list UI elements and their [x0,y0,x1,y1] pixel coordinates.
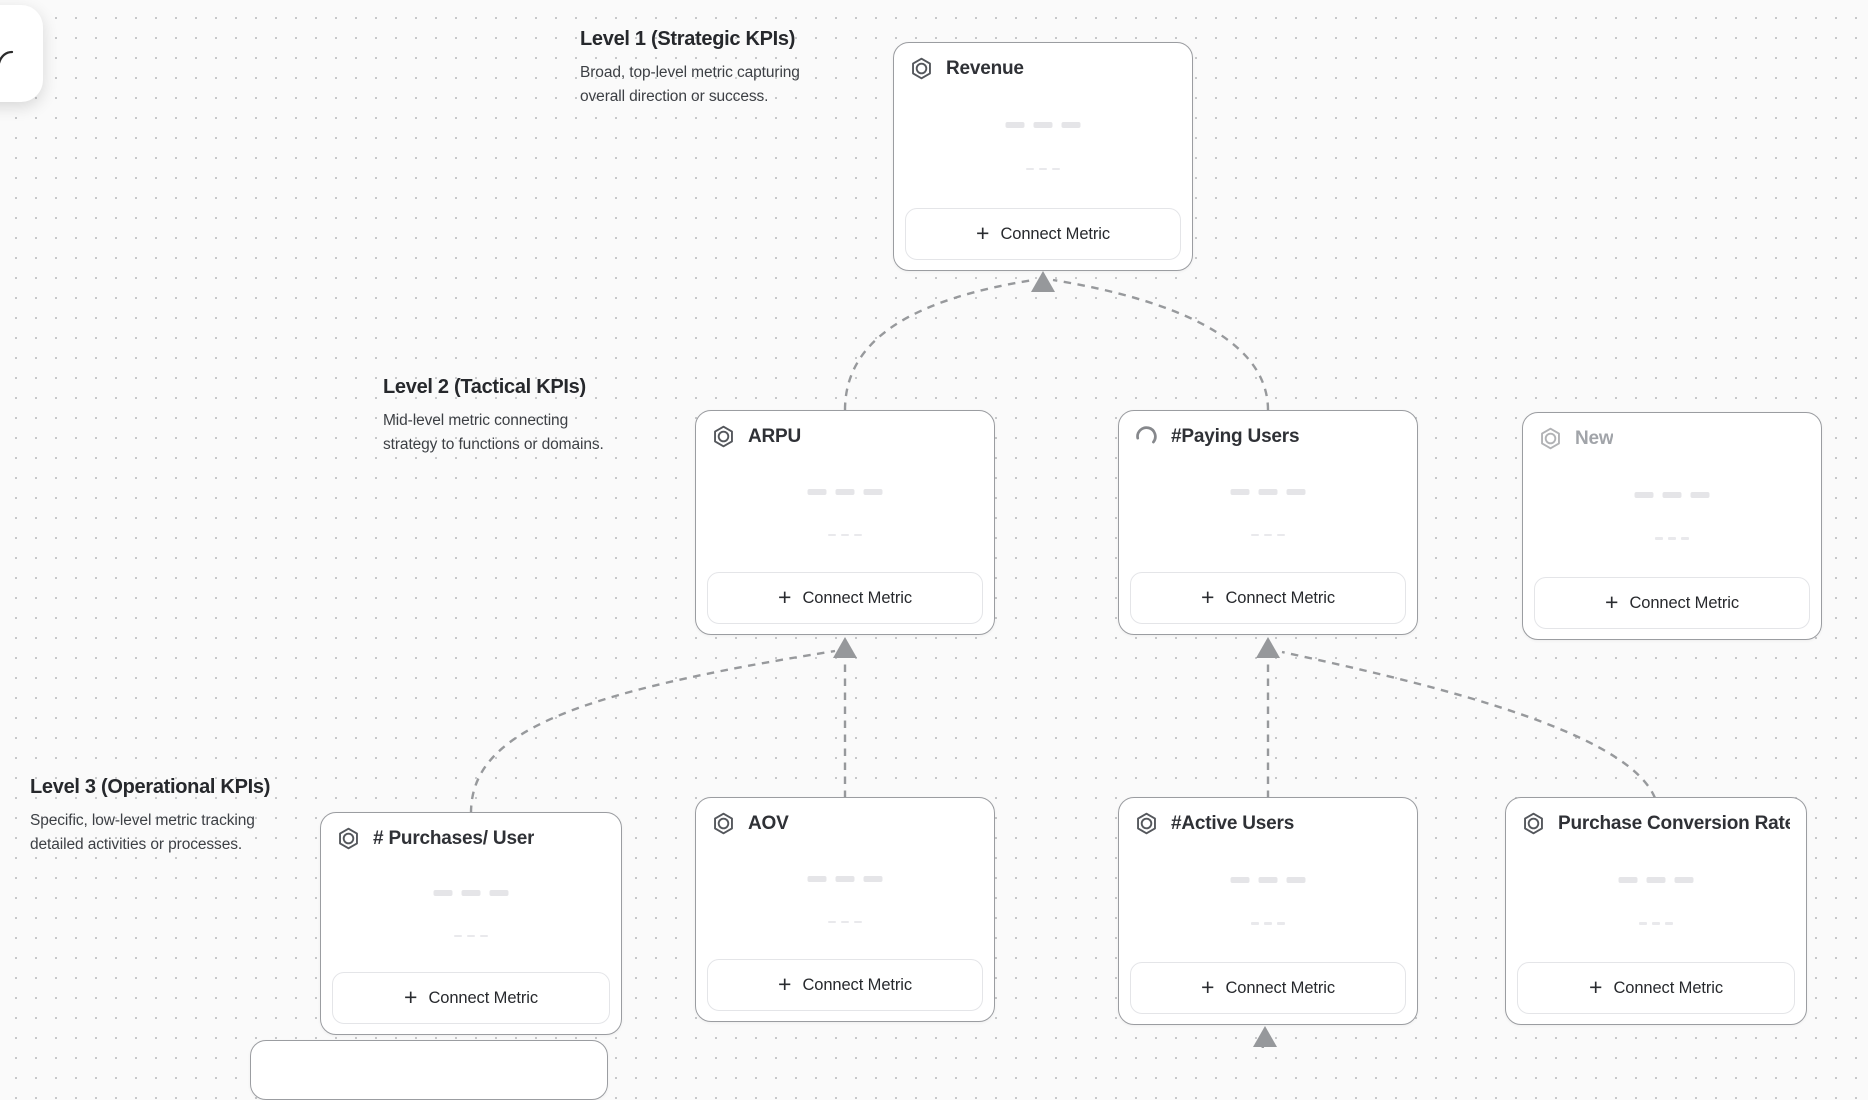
level-3-description: Specific, low-level metric tracking deta… [30,812,255,854]
metric-title: # Purchases/ User [373,827,535,849]
level-1-title: Level 1 (Strategic KPIs) [580,28,796,50]
metric-title: #Active Users [1171,812,1295,834]
connect-metric-label: Connect Metric [1000,224,1110,243]
plus-icon: + [976,219,990,246]
card-header: Purchase Conversion Rate [1522,812,1790,835]
level-2-label: Level 2 (Tactical KPIs) Mid-level metric… [383,376,623,457]
card-header: Revenue [910,57,1176,80]
plus-icon: + [778,970,792,997]
metric-hexagon-icon [1522,812,1545,835]
metric-node-partial-offscreen[interactable] [250,1040,608,1100]
connect-metric-label: Connect Metric [802,975,912,994]
metric-title: ARPU [748,425,802,447]
plus-icon: + [404,983,418,1010]
metric-hexagon-icon [712,812,735,835]
edge-arpu-to-revenue [843,278,1034,411]
level-2-title: Level 2 (Tactical KPIs) [383,376,586,398]
metric-hexagon-icon [712,425,735,448]
card-header: ARPU [712,425,978,448]
metric-node-new[interactable]: New + Connect Metric [1522,412,1822,640]
connect-metric-button[interactable]: + Connect Metric [1130,572,1406,624]
edge-payingusers-to-revenue [1052,278,1270,411]
level-2-description: Mid-level metric connecting strategy to … [383,412,604,454]
plus-icon: + [1605,588,1619,615]
metric-title: AOV [748,812,789,834]
connect-metric-label: Connect Metric [1629,593,1739,612]
connect-metric-label: Connect Metric [1225,978,1335,997]
metric-title: Purchase Conversion Rate [1558,812,1790,834]
arrowhead-revenue [1031,271,1055,292]
metric-node-arpu[interactable]: ARPU + Connect Metric [695,410,995,635]
arrowhead-activeusers [1253,1026,1277,1047]
metric-title: New [1575,427,1614,449]
connect-metric-button[interactable]: + Connect Metric [332,972,610,1024]
metric-node-purchase-conversion-rate[interactable]: Purchase Conversion Rate + Connect Metri… [1505,797,1807,1025]
edge-purchases-to-arpu [469,649,836,814]
plus-icon: + [1589,973,1603,1000]
connect-metric-button[interactable]: + Connect Metric [1534,577,1810,629]
plus-icon: + [1201,973,1215,1000]
metric-hexagon-icon [337,827,360,850]
level-1-description: Broad, top-level metric capturing overal… [580,64,800,106]
metric-title: Revenue [946,57,1024,79]
metric-node-purchases-per-user[interactable]: # Purchases/ User + Connect Metric [320,812,622,1035]
cursor-stroke-icon [0,50,14,64]
level-1-label: Level 1 (Strategic KPIs) Broad, top-leve… [580,28,835,109]
connect-metric-button[interactable]: + Connect Metric [707,572,983,624]
metric-node-paying-users[interactable]: #Paying Users + Connect Metric [1118,410,1418,635]
plus-icon: + [778,583,792,610]
metric-node-revenue[interactable]: Revenue + Connect Metric [893,42,1193,271]
card-header: AOV [712,812,978,835]
metric-node-active-users[interactable]: #Active Users + Connect Metric [1118,797,1418,1025]
connect-metric-button[interactable]: + Connect Metric [1517,962,1795,1014]
connect-metric-button[interactable]: + Connect Metric [707,959,983,1011]
metric-title: #Paying Users [1171,425,1300,447]
connect-metric-button[interactable]: + Connect Metric [905,208,1181,260]
card-header: New [1539,427,1805,450]
level-3-label: Level 3 (Operational KPIs) Specific, low… [30,776,292,857]
corner-toolbar-widget[interactable] [0,5,43,102]
card-header: #Paying Users [1135,425,1401,448]
edge-conversionrate-to-payingusers [1281,650,1657,799]
card-header: #Active Users [1135,812,1401,835]
connect-metric-label: Connect Metric [802,588,912,607]
plus-icon: + [1201,583,1215,610]
connect-metric-label: Connect Metric [428,988,538,1007]
metric-hexagon-icon [1539,427,1562,450]
loading-spinner-icon [1135,425,1158,448]
connect-metric-button[interactable]: + Connect Metric [1130,962,1406,1014]
arrowhead-arpu [833,637,857,658]
connect-metric-label: Connect Metric [1225,588,1335,607]
metric-node-aov[interactable]: AOV + Connect Metric [695,797,995,1022]
metric-hexagon-icon [910,57,933,80]
card-header: # Purchases/ User [337,827,605,850]
connect-metric-label: Connect Metric [1613,978,1723,997]
level-3-title: Level 3 (Operational KPIs) [30,776,271,798]
metric-hexagon-icon [1135,812,1158,835]
arrowhead-payingusers [1256,637,1280,658]
